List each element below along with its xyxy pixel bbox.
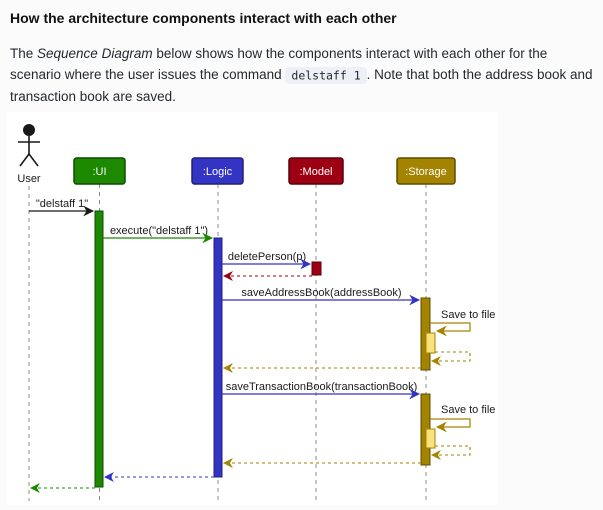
message-save-to-file-1-label: Save to file bbox=[441, 309, 495, 321]
doc-content: How the architecture components interact… bbox=[10, 8, 598, 107]
participant-model: :Model bbox=[288, 157, 344, 185]
participant-storage-box bbox=[396, 157, 456, 185]
participant-model-box bbox=[288, 157, 344, 185]
participant-storage-label: :Storage bbox=[405, 166, 447, 178]
self-call-save-to-file-2-arrow bbox=[430, 418, 471, 433]
message-save-to-file-2-label: Save to file bbox=[441, 404, 495, 416]
activation-logic bbox=[213, 237, 223, 478]
intro-paragraph: The Sequence Diagram below shows how the… bbox=[10, 43, 598, 107]
participant-ui: :UI bbox=[73, 157, 126, 185]
activation-storage-nested-1 bbox=[425, 332, 436, 354]
message-delete-person-label: deletePerson(p) bbox=[228, 251, 306, 263]
sequence-diagram-svg: User :UI :Logic :Model :Storage "delstaf… bbox=[17, 124, 495, 501]
participant-model-label: :Model bbox=[299, 166, 332, 178]
participant-logic: :Logic bbox=[191, 157, 244, 185]
paragraph-text: The bbox=[10, 46, 38, 61]
message-execute-label: execute("delstaff 1") bbox=[110, 225, 208, 237]
page-title: How the architecture components interact… bbox=[10, 10, 397, 26]
actor-user: User bbox=[17, 124, 41, 185]
actor-leg-right bbox=[28, 153, 39, 167]
activation-storage-nested-2 bbox=[425, 428, 436, 449]
paragraph-text: . Note that both the address book and tr… bbox=[10, 67, 593, 104]
self-call-save-to-file-1-arrow bbox=[430, 322, 471, 337]
participant-logic-label: :Logic bbox=[203, 166, 233, 178]
self-return-save-to-file-1-arrow bbox=[431, 351, 471, 366]
participant-logic-box bbox=[191, 157, 244, 185]
paragraph-text: below shows how the components interact … bbox=[10, 46, 548, 82]
activation-ui bbox=[94, 210, 104, 488]
participant-ui-box bbox=[73, 157, 126, 185]
message-save-transaction-book-label: saveTransactionBook(transactionBook) bbox=[226, 381, 418, 393]
sequence-diagram: User :UI :Logic :Model :Storage "delstaf… bbox=[7, 112, 498, 505]
self-return-save-to-file-2-arrow bbox=[431, 445, 471, 460]
activation-model bbox=[311, 261, 322, 276]
message-save-address-book-label: saveAddressBook(addressBook) bbox=[241, 287, 401, 299]
participant-ui-label: :UI bbox=[92, 166, 106, 178]
actor-head bbox=[23, 124, 35, 136]
participant-storage: :Storage bbox=[396, 157, 456, 185]
actor-user-label: User bbox=[17, 173, 41, 185]
message-user-command-label: "delstaff 1" bbox=[36, 198, 88, 210]
sequence-diagram-term: Sequence Diagram bbox=[37, 46, 153, 61]
actor-leg-left bbox=[19, 153, 30, 167]
inline-code-delstaff: delstaff 1 bbox=[285, 66, 367, 84]
